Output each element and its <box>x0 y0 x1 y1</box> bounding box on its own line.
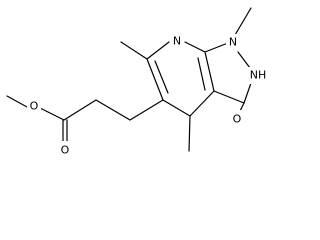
carbonyl-oxygen-background <box>58 141 72 158</box>
pyrazole-n1-label: N <box>229 36 237 49</box>
bond-n1-methyl <box>234 7 252 36</box>
bond-ch2-ch2 <box>95 99 131 121</box>
bond-c3-c3a <box>213 90 245 104</box>
ester-ether-oxygen-label: O <box>30 100 39 113</box>
pyridine-nitrogen-label: N <box>173 35 181 48</box>
keto-oxygen-background <box>230 110 244 127</box>
bond-chain-ring <box>129 99 164 121</box>
bond-c6-methyl <box>120 41 148 60</box>
bond-c3-oxygen <box>239 102 245 112</box>
bond-oxygen-carbonyl-carbon <box>39 107 65 121</box>
bond-c7a-n1 <box>204 42 229 53</box>
pyrazole-nh-label: NH <box>250 69 267 82</box>
keto-oxygen-label: O <box>233 113 242 126</box>
bond-c7a-c3a-inner <box>197 57 206 91</box>
bond-c3a-c4 <box>189 90 215 117</box>
bond-c6-npyr <box>146 41 170 60</box>
n-pyridine-background <box>170 33 184 49</box>
bond-n1-nh <box>237 51 251 69</box>
bond-c4-c5 <box>162 99 191 117</box>
bond-c5-c6 <box>146 58 164 101</box>
molecule-svg: N N NH O O O <box>6 7 272 158</box>
bond-c5-c6-inner <box>154 60 169 94</box>
n1-background <box>226 34 240 50</box>
ester-carbonyl-oxygen-label: O <box>61 144 70 157</box>
bond-carbonyl-ch2 <box>63 99 97 121</box>
nh-background <box>244 67 272 84</box>
bond-c4-methyl <box>188 115 191 152</box>
ether-oxygen-background <box>27 98 41 115</box>
bond-methyl-oxygen <box>6 95 28 108</box>
bond-npyr-c7a <box>184 41 206 53</box>
bond-nh-c3 <box>243 82 252 104</box>
bond-c7a-c3a <box>204 51 215 92</box>
chemical-structure-diagram: N N NH O O O <box>6 7 272 158</box>
